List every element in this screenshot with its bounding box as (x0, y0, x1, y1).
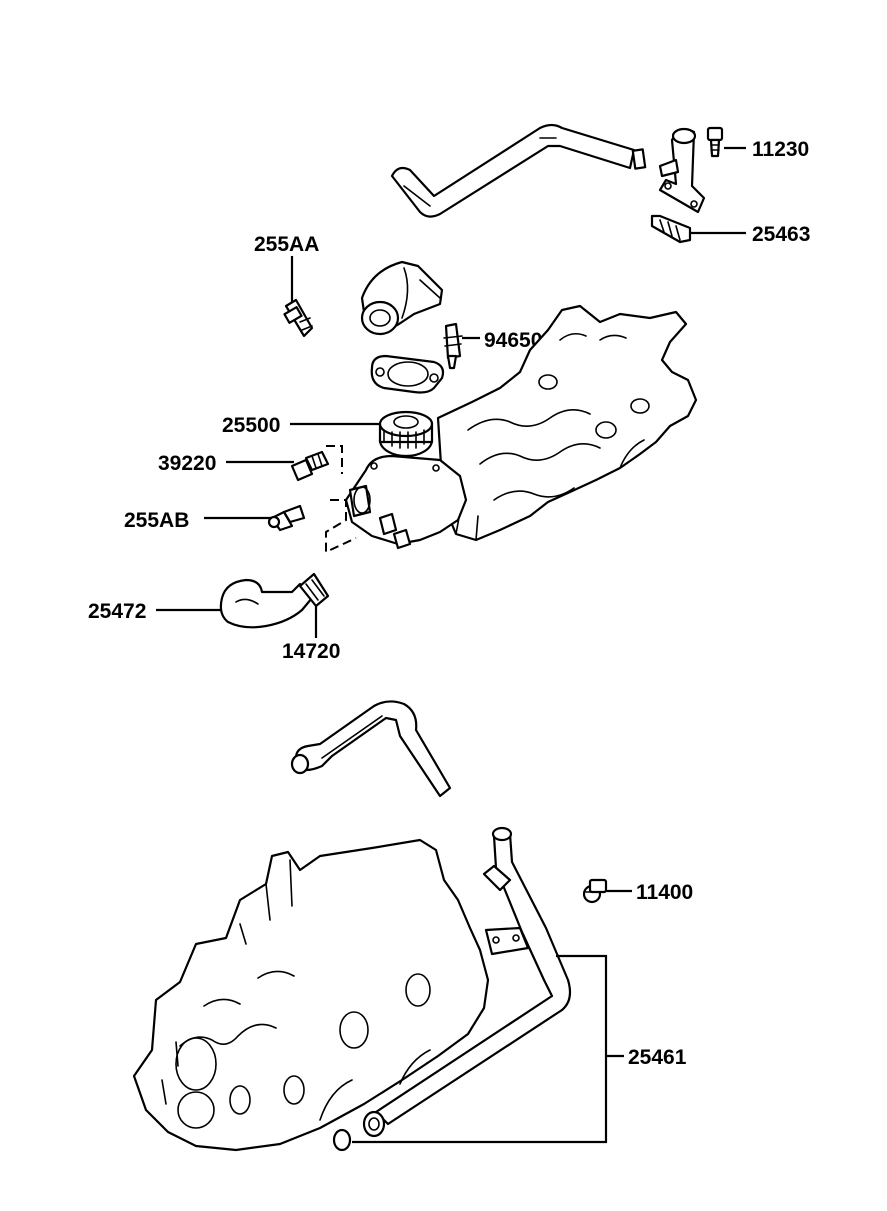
clamp-14720 (298, 572, 330, 608)
label-39220: 39220 (158, 452, 216, 475)
label-25463: 25463 (752, 223, 810, 246)
label-255AB: 255AB (124, 509, 189, 532)
sensor-25463 (650, 214, 692, 244)
water-pipe-housing (344, 454, 468, 550)
label-25500: 25500 (222, 414, 280, 437)
sensor-255AA (283, 298, 314, 338)
sensor-39220 (290, 450, 330, 482)
bolt-11400 (582, 878, 608, 904)
water-pipe-25461 (332, 826, 572, 1152)
water-outlet-pipe (658, 127, 706, 214)
label-25472: 25472 (88, 600, 146, 623)
label-94650: 94650 (484, 329, 542, 352)
label-11230: 11230 (752, 138, 809, 161)
thermostat-housing (360, 260, 444, 336)
upper-bypass-hose (390, 123, 647, 218)
label-255AA: 255AA (254, 233, 319, 256)
label-14720: 14720 (282, 640, 340, 663)
hose-25472 (219, 578, 314, 629)
label-11400: 11400 (636, 881, 693, 904)
pipe-bracket (484, 926, 530, 956)
thermostat (378, 410, 434, 458)
bolt-11230 (706, 126, 724, 158)
label-25461: 25461 (628, 1046, 687, 1069)
intake-manifold-upper (436, 304, 698, 542)
gasket (370, 354, 445, 394)
lower-bent-hose (290, 700, 452, 798)
sensor-94650 (443, 322, 463, 370)
intake-manifold-lower (132, 838, 490, 1152)
sensor-255AB (267, 504, 306, 532)
